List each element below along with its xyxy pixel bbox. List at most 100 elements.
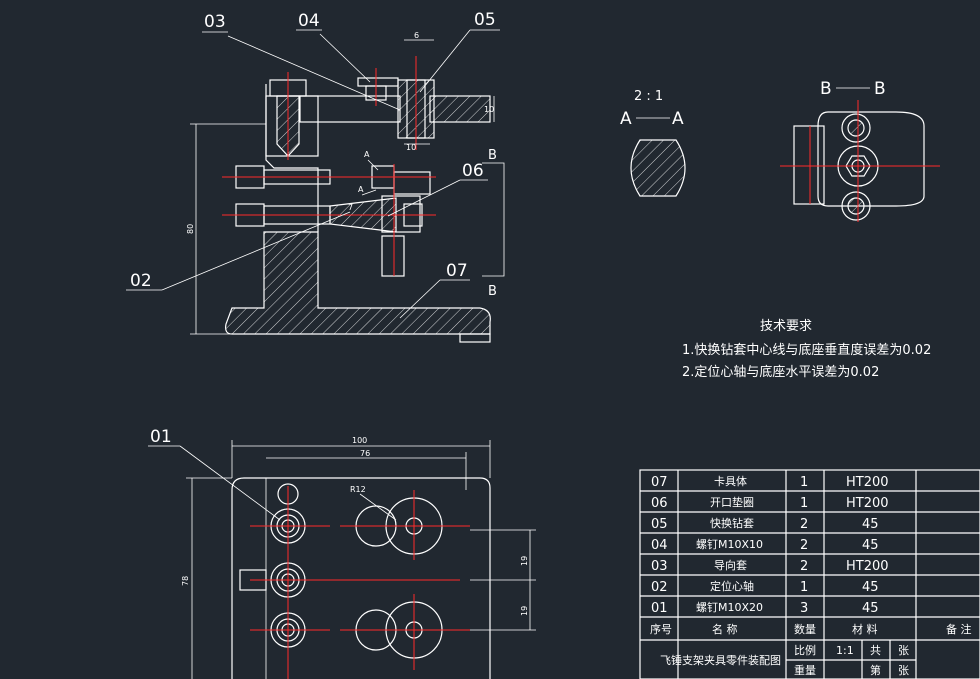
bom-row: 05 快换钻套 2 45 — [651, 516, 879, 532]
balloon-06: 06 — [462, 161, 484, 181]
dim-80: 80 — [186, 224, 195, 234]
dim-78: 78 — [181, 576, 190, 586]
bom-row: 01 螺钉M10X20 3 45 — [651, 601, 879, 616]
washer-06 — [381, 195, 421, 233]
balloon-04: 04 — [298, 11, 320, 31]
section-bb-view: B B — [780, 79, 940, 222]
screw-04 — [357, 77, 399, 87]
bom-material: HT200 — [846, 559, 889, 574]
arm-hatch — [429, 95, 491, 123]
balloon-01: 01 — [150, 427, 172, 447]
bom-qty: 3 — [800, 601, 808, 616]
bb-title-left: B — [820, 79, 832, 99]
bom-qty: 1 — [800, 475, 808, 490]
dim-76: 76 — [360, 449, 370, 458]
bom-no: 02 — [651, 580, 668, 595]
title-block: 飞锤支架夹具零件装配图 比例 1:1 重量 共 张 第 张 — [660, 643, 909, 677]
section-b-top: B — [488, 148, 497, 163]
bom-no: 06 — [651, 496, 668, 511]
drawing-name: 飞锤支架夹具零件装配图 — [660, 653, 781, 667]
bom-material: HT200 — [846, 496, 889, 511]
tech-item-1: 1.快换钻套中心线与底座垂直度误差为0.02 — [682, 342, 931, 358]
upper-collar — [393, 171, 431, 195]
bom-header-material: 材 料 — [852, 622, 878, 636]
bom-header-name: 名 称 — [712, 622, 738, 636]
washer-06-lower — [381, 235, 405, 277]
total-sheet-label: 张 — [898, 644, 909, 657]
dim-7: 7 — [348, 203, 353, 212]
base-foot — [459, 333, 491, 343]
bom-qty: 2 — [800, 517, 808, 532]
balloon-07: 07 — [446, 261, 468, 281]
bb-hole-bottom — [841, 191, 871, 221]
section-b-bottom: B — [488, 284, 497, 299]
aa-title-left: A — [620, 109, 632, 129]
bom-part-name: 定位心轴 — [710, 579, 754, 593]
bom-part-name: 导向套 — [714, 558, 747, 572]
bom-no: 04 — [651, 538, 668, 553]
bom-material: 45 — [862, 601, 879, 616]
aa-section-shape — [630, 139, 686, 197]
section-a-bottom: A — [358, 185, 364, 194]
bom-part-name: 螺钉M10X20 — [696, 601, 763, 614]
section-a-top: A — [364, 150, 370, 159]
total-label: 共 — [870, 644, 881, 657]
dim-19-b: 19 — [520, 606, 529, 616]
bom-qty: 1 — [800, 580, 808, 595]
tech-requirements: 技术要求 1.快换钻套中心线与底座垂直度误差为0.02 2.定位心轴与底座水平误… — [682, 319, 931, 380]
base-body — [225, 231, 491, 335]
bom-row: 04 螺钉M10X10 2 45 — [651, 538, 879, 553]
section-aa-view: 2 : 1 A A — [620, 89, 686, 197]
bom-part-name: 卡具体 — [714, 474, 747, 488]
bom-row: 06 开口垫圈 1 HT200 — [651, 495, 889, 511]
bom-part-name: 开口垫圈 — [710, 495, 754, 509]
top-view-outline — [231, 477, 491, 679]
dim-100: 100 — [352, 436, 367, 445]
dim-19-a: 19 — [520, 556, 529, 566]
weight-label: 重量 — [794, 663, 816, 677]
balloon-02: 02 — [130, 271, 152, 291]
bom-no: 05 — [651, 517, 668, 532]
bb-left-block — [793, 125, 825, 205]
bom-part-name: 螺钉M10X10 — [696, 538, 763, 551]
bom-material: 45 — [862, 517, 879, 532]
tech-title: 技术要求 — [760, 319, 812, 334]
bom-material: 45 — [862, 580, 879, 595]
bom-row: 07 卡具体 1 HT200 — [651, 474, 889, 490]
bb-title-right: B — [874, 79, 886, 99]
bom-qty: 2 — [800, 559, 808, 574]
bom-no: 07 — [651, 475, 668, 490]
aa-title-right: A — [672, 109, 684, 129]
bb-hole-top — [841, 113, 871, 143]
page-sheet-label: 张 — [898, 664, 909, 677]
balloon-05: 05 — [474, 10, 496, 30]
dim-10-right: 10 — [484, 105, 494, 114]
page-label: 第 — [870, 663, 881, 677]
tech-item-2: 2.定位心轴与底座水平误差为0.02 — [682, 364, 879, 380]
balloon-03: 03 — [204, 12, 226, 32]
bom-part-name: 快换钻套 — [710, 516, 754, 530]
scale-value: 1:1 — [836, 644, 854, 657]
bom-no: 03 — [651, 559, 668, 574]
bom-no: 01 — [651, 601, 668, 616]
bom-material: 45 — [862, 538, 879, 553]
bom-row: 02 定位心轴 1 45 — [651, 579, 879, 595]
front-view: 6 10 10 A A 7 B B 80 — [126, 10, 505, 343]
bom-header-remark: 备 注 — [946, 622, 972, 636]
aa-scale: 2 : 1 — [634, 89, 663, 104]
bom-header: 序号 名 称 数量 材 料 备 注 — [650, 622, 972, 636]
bom-header-no: 序号 — [650, 622, 672, 636]
dim-6: 6 — [414, 31, 419, 40]
scale-label: 比例 — [794, 643, 816, 657]
bb-hole-bottom-inner — [847, 197, 865, 215]
bb-outline — [817, 111, 925, 207]
bb-hole-top-inner — [847, 119, 865, 137]
bom-table: 07 卡具体 1 HT200 06 开口垫圈 1 HT200 05 快换钻套 2… — [639, 469, 980, 679]
bom-header-qty: 数量 — [794, 623, 816, 636]
bom-qty: 1 — [800, 496, 808, 511]
bom-material: HT200 — [846, 475, 889, 490]
bom-row: 03 导向套 2 HT200 — [651, 558, 889, 574]
top-view: R12 100 76 78 19 19 01 — [148, 427, 536, 679]
dim-10-bottom: 10 — [406, 143, 416, 152]
